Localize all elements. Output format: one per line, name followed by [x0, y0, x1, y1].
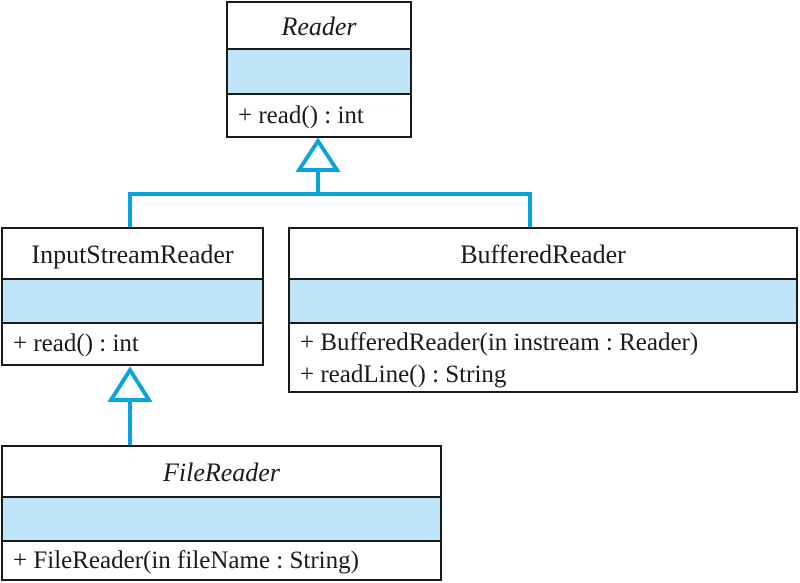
inheritance-arrowhead-reader: [295, 137, 341, 172]
class-name-filereader: FileReader: [3, 447, 440, 498]
operation-read: + read() : int: [13, 330, 139, 357]
attributes-section-bufferedreader: [290, 280, 796, 324]
class-box-filereader: FileReader + FileReader(in fileName : St…: [1, 445, 442, 581]
operation-filereader-constructor: + FileReader(in fileName : String): [13, 547, 359, 574]
class-box-inputstreamreader: InputStreamReader + read() : int: [1, 227, 264, 366]
class-box-bufferedreader: BufferedReader + BufferedReader(in instr…: [288, 227, 798, 393]
operation-readline: + readLine() : String: [300, 361, 507, 388]
class-name-reader: Reader: [228, 3, 410, 50]
class-name-inputstreamreader: InputStreamReader: [3, 229, 262, 280]
generalization-filereader-to-isr: [107, 366, 153, 445]
attributes-section-inputstreamreader: [3, 280, 262, 324]
class-name-bufferedreader: BufferedReader: [290, 229, 796, 280]
attributes-section-filereader: [3, 498, 440, 542]
operations-section-filereader: + FileReader(in fileName : String): [3, 542, 440, 577]
operation-bufferedreader-constructor: + BufferedReader(in instream : Reader): [300, 329, 699, 356]
connector-line-to-reader: [128, 170, 532, 227]
inheritance-arrowhead-inputstreamreader: [107, 366, 153, 402]
operations-section-inputstreamreader: + read() : int: [3, 324, 262, 361]
class-box-reader: Reader + read() : int: [226, 1, 412, 138]
operation-read: + read() : int: [238, 102, 364, 129]
generalization-isr-br-to-reader: [128, 137, 532, 227]
operations-section-reader: + read() : int: [228, 95, 410, 133]
attributes-section-reader: [228, 50, 410, 95]
operations-section-bufferedreader: + BufferedReader(in instream : Reader) +…: [290, 324, 796, 391]
